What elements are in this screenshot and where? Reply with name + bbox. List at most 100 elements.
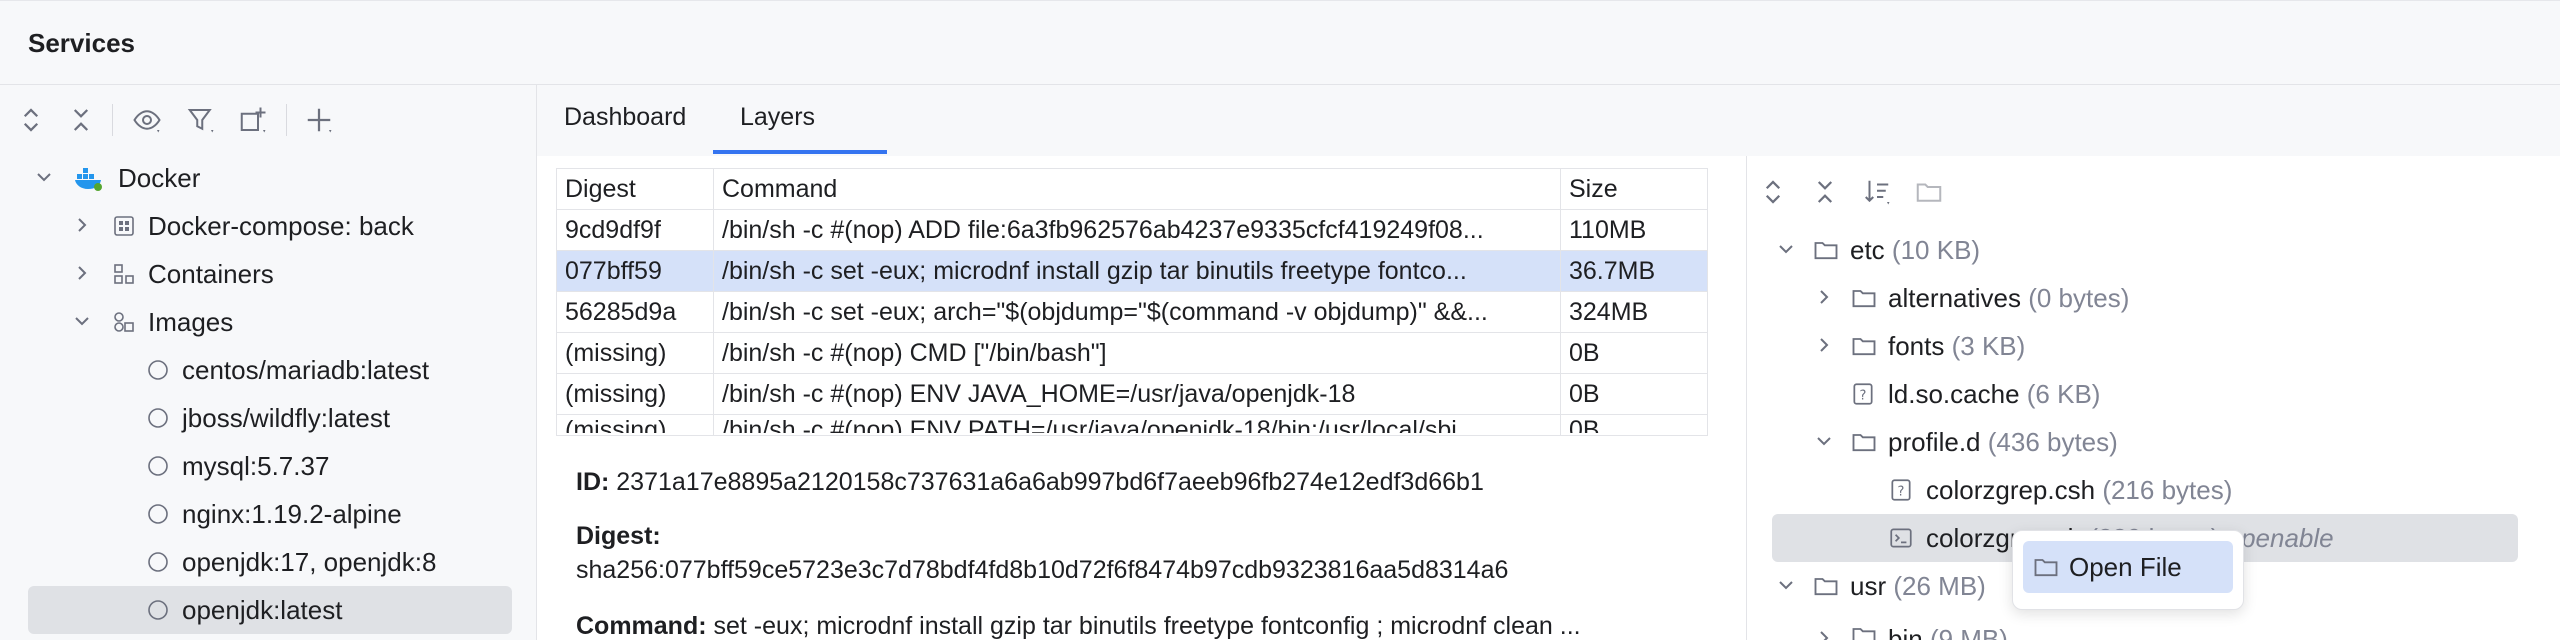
table-row[interactable]: (missing) /bin/sh -c #(nop) ENV JAVA_HOM… bbox=[556, 373, 1708, 415]
file-tree-node-etc[interactable]: etc (10 KB) bbox=[1776, 228, 1980, 272]
tree-label: jboss/wildfly:latest bbox=[182, 402, 391, 433]
detail-digest-label: Digest: bbox=[576, 522, 661, 551]
tree-node-images[interactable]: Images bbox=[72, 300, 233, 344]
tree-label: nginx:1.19.2-alpine bbox=[182, 498, 402, 529]
file-tree-node-fonts[interactable]: fonts (3 KB) bbox=[1814, 324, 2025, 368]
file-tree-node-usr[interactable]: usr (26 MB) bbox=[1776, 564, 1986, 608]
tree-node-compose[interactable]: Docker-compose: back bbox=[72, 204, 414, 248]
add-icon[interactable] bbox=[302, 103, 336, 137]
new-group-icon[interactable] bbox=[236, 103, 270, 137]
docker-icon bbox=[74, 165, 118, 191]
tree-node-image[interactable]: openjdk:17, openjdk:8 bbox=[146, 540, 436, 584]
chevron-down-icon[interactable] bbox=[1814, 427, 1850, 458]
images-icon bbox=[112, 310, 148, 334]
cell-digest: (missing) bbox=[556, 332, 714, 374]
table-row[interactable]: (missing) /bin/sh -c #(nop) CMD ["/bin/b… bbox=[556, 332, 1708, 374]
tree-node-image[interactable]: centos/mariadb:latest bbox=[146, 348, 429, 392]
unknown-file-icon: ? bbox=[1850, 381, 1888, 407]
tree-label: openjdk:latest bbox=[182, 594, 343, 625]
open-file-menu-item[interactable]: Open File bbox=[2023, 541, 2233, 593]
cell-digest: (missing) bbox=[556, 414, 714, 436]
column-header-size[interactable]: Size bbox=[1560, 168, 1708, 210]
tree-node-image-selected[interactable]: openjdk:latest bbox=[146, 588, 342, 632]
cell-size: 36.7MB bbox=[1560, 250, 1708, 292]
tree-node-containers[interactable]: Containers bbox=[72, 252, 274, 296]
collapse-all-icon[interactable] bbox=[64, 103, 98, 137]
svg-text:?: ? bbox=[1898, 484, 1905, 499]
file-tree-node-alternatives[interactable]: alternatives (0 bytes) bbox=[1814, 276, 2129, 320]
file-tree-node-colorzgrep-csh[interactable]: ? colorzgrep.csh (216 bytes) bbox=[1888, 468, 2232, 512]
panel-splitter[interactable] bbox=[536, 84, 537, 640]
details-splitter[interactable] bbox=[1746, 156, 1747, 640]
tree-label: Images bbox=[148, 306, 234, 337]
file-tree-node-bin[interactable]: bin (9 MB) bbox=[1814, 612, 2008, 640]
image-circle-icon bbox=[146, 502, 182, 526]
folder-icon bbox=[1812, 572, 1850, 600]
sort-icon[interactable] bbox=[1860, 175, 1894, 209]
image-circle-icon bbox=[146, 598, 182, 622]
filter-icon[interactable] bbox=[184, 103, 218, 137]
tree-node-docker[interactable]: Docker bbox=[34, 156, 200, 200]
active-tab-indicator bbox=[713, 150, 887, 154]
cell-command: /bin/sh -c #(nop) ADD file:6a3fb962576ab… bbox=[713, 209, 1561, 251]
tab-layers[interactable]: Layers bbox=[740, 103, 816, 131]
detail-id: ID: 2371a17e8895a2120158c737631a6a6ab997… bbox=[576, 468, 1484, 497]
detail-digest-label-text: Digest: bbox=[576, 522, 661, 550]
collapse-all-icon[interactable] bbox=[1808, 175, 1842, 209]
cell-command: /bin/sh -c #(nop) ENV JAVA_HOME=/usr/jav… bbox=[713, 373, 1561, 415]
image-circle-icon bbox=[146, 406, 182, 430]
chevron-down-icon[interactable] bbox=[34, 163, 74, 194]
image-circle-icon bbox=[146, 550, 182, 574]
file-name: alternatives bbox=[1888, 282, 2021, 313]
detail-id-label: ID: bbox=[576, 468, 610, 496]
image-circle-icon bbox=[146, 454, 182, 478]
cell-size: 0B bbox=[1560, 414, 1708, 436]
tree-node-image[interactable]: jboss/wildfly:latest bbox=[146, 396, 390, 440]
folder-icon[interactable] bbox=[1912, 175, 1946, 209]
chevron-down-icon[interactable] bbox=[72, 307, 112, 338]
chevron-right-icon[interactable] bbox=[1814, 331, 1850, 362]
cell-digest-text: (missing) bbox=[565, 416, 667, 433]
table-row[interactable]: (missing) /bin/sh -c #(nop) ENV PATH=/us… bbox=[556, 414, 1708, 436]
folder-icon bbox=[1850, 284, 1888, 312]
tree-node-image[interactable]: mysql:5.7.37 bbox=[146, 444, 329, 488]
table-row-selected[interactable]: 077bff59 /bin/sh -c set -eux; microdnf i… bbox=[556, 250, 1708, 292]
toolbar-separator bbox=[286, 104, 287, 136]
chevron-right-icon[interactable] bbox=[72, 259, 112, 290]
column-header-command[interactable]: Command bbox=[713, 168, 1561, 210]
terminal-file-icon bbox=[1888, 525, 1926, 551]
cell-digest: (missing) bbox=[556, 373, 714, 415]
detail-digest-value: sha256:077bff59ce5723e3c7d78bdf4fd8b10d7… bbox=[576, 556, 1509, 584]
chevron-right-icon[interactable] bbox=[1814, 624, 1850, 640]
detail-command-label: Command: bbox=[576, 612, 707, 640]
file-tree-node-profiled[interactable]: profile.d (436 bytes) bbox=[1814, 420, 2118, 464]
file-name: bin bbox=[1888, 624, 1923, 640]
chevron-down-icon[interactable] bbox=[1776, 571, 1812, 602]
cell-command: /bin/sh -c #(nop) CMD ["/bin/bash"] bbox=[713, 332, 1561, 374]
file-size: (436 bytes) bbox=[1987, 426, 2118, 457]
cell-size: 110MB bbox=[1560, 209, 1708, 251]
folder-icon bbox=[1812, 236, 1850, 264]
chevron-down-icon[interactable] bbox=[1776, 235, 1812, 266]
table-header-row: Digest Command Size bbox=[556, 168, 1708, 210]
chevron-right-icon[interactable] bbox=[72, 211, 112, 242]
expand-all-icon[interactable] bbox=[1756, 175, 1790, 209]
file-tree-node-ldcache[interactable]: ? ld.so.cache (6 KB) bbox=[1850, 372, 2100, 416]
tab-dashboard[interactable]: Dashboard bbox=[564, 103, 687, 131]
table-row[interactable]: 56285d9a /bin/sh -c set -eux; arch="$(ob… bbox=[556, 291, 1708, 333]
file-name: etc bbox=[1850, 234, 1885, 265]
file-size: (9 MB) bbox=[1929, 624, 2008, 640]
column-header-digest[interactable]: Digest bbox=[556, 168, 714, 210]
file-size: (0 bytes) bbox=[2028, 282, 2130, 313]
cell-digest: 9cd9df9f bbox=[556, 209, 714, 251]
compose-icon bbox=[112, 214, 148, 238]
eye-icon[interactable] bbox=[130, 103, 164, 137]
menu-item-label: Open File bbox=[2069, 551, 2182, 582]
tree-label: centos/mariadb:latest bbox=[182, 354, 430, 385]
file-name: fonts bbox=[1888, 330, 1945, 361]
table-row[interactable]: 9cd9df9f /bin/sh -c #(nop) ADD file:6a3f… bbox=[556, 209, 1708, 251]
tree-node-image[interactable]: nginx:1.19.2-alpine bbox=[146, 492, 402, 536]
expand-all-icon[interactable] bbox=[14, 103, 48, 137]
chevron-right-icon[interactable] bbox=[1814, 283, 1850, 314]
svg-text:?: ? bbox=[1860, 388, 1867, 403]
